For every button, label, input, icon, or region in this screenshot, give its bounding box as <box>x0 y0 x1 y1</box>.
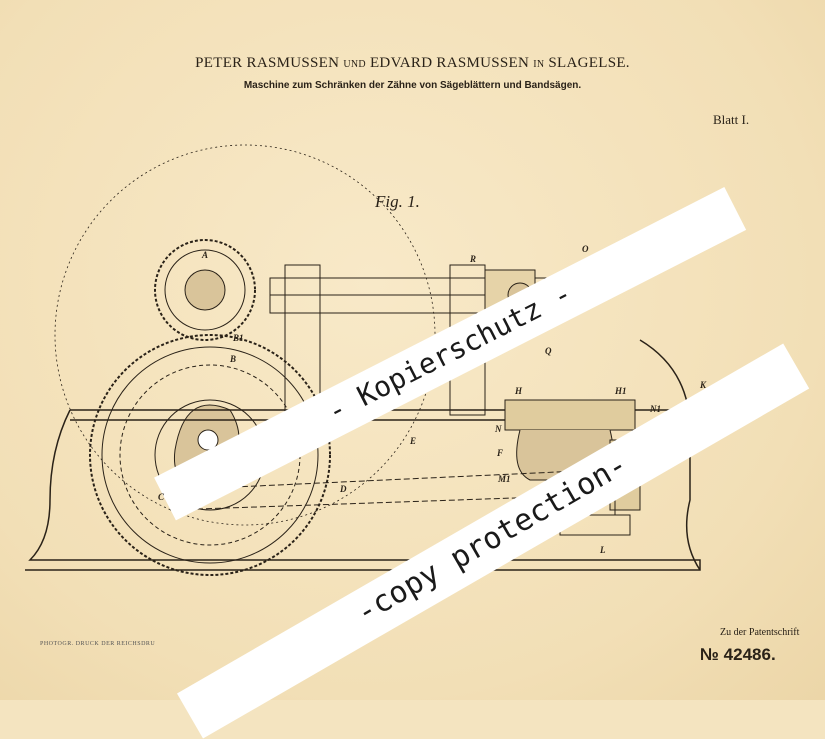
inventor-2: EDVARD RASMUSSEN <box>369 55 530 71</box>
label-l: L <box>600 545 606 555</box>
label-h: H <box>515 386 523 396</box>
label-o: O <box>582 244 589 254</box>
sheet-number: Blatt I. <box>713 112 750 127</box>
label-d: D <box>340 484 347 494</box>
place: SLAGELSE. <box>548 55 630 71</box>
gear-b <box>89 334 331 576</box>
label-f: F <box>497 448 504 458</box>
label-q: Q <box>545 346 552 356</box>
gear-a <box>154 239 256 341</box>
label-n1: N1 <box>650 404 661 414</box>
label-e: E <box>410 436 417 446</box>
figure-caption: Fig. 1. <box>375 192 420 211</box>
printer-credit: PHOTOGR. DRUCK DER REICHSDRU <box>40 641 156 647</box>
patent-subtitle: Maschine zum Schränken der Zähne von Säg… <box>243 80 582 91</box>
label-k: K <box>700 380 707 390</box>
label-c: C <box>158 492 165 502</box>
in-word: IN <box>533 59 545 70</box>
label-b: B <box>230 354 237 364</box>
label-r: R <box>470 254 477 264</box>
label-h1: H1 <box>615 386 627 396</box>
label-m1: M1 <box>498 474 511 484</box>
patent-reference: Zu der Patentschrift <box>720 627 800 638</box>
patent-number: № 42486. <box>700 645 776 664</box>
inventor-1: PETER RASMUSSEN <box>195 55 340 71</box>
and-word: UND <box>343 59 366 70</box>
inventors-heading: PETER RASMUSSEN UND EDVARD RASMUSSEN IN … <box>0 55 825 72</box>
label-a: A <box>202 250 209 260</box>
label-n: N <box>495 424 502 434</box>
label-b1: B1 <box>233 333 244 343</box>
